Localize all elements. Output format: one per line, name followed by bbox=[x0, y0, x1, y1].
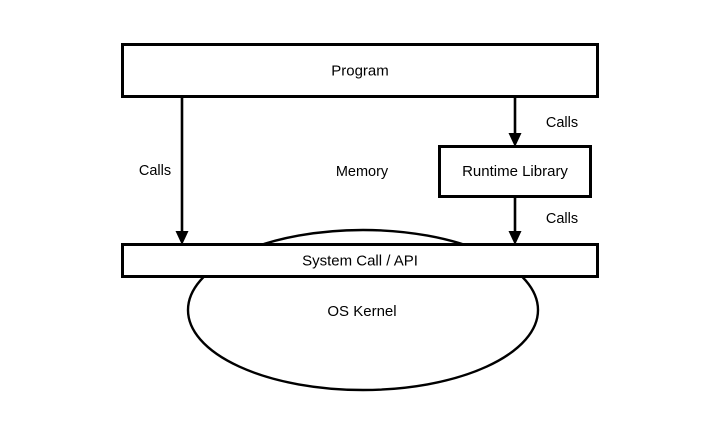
node-system-call-api[interactable]: System Call / API bbox=[121, 243, 599, 278]
edge-label-runtime-to-syscall: Calls bbox=[546, 211, 578, 227]
edge-runtime-to-syscall[interactable]: Calls bbox=[508, 197, 579, 245]
node-program[interactable]: Program bbox=[121, 43, 599, 98]
edge-runtime-to-syscall-arrowhead bbox=[508, 231, 522, 245]
system-call-api-label: System Call / API bbox=[302, 252, 418, 269]
edge-program-to-syscall[interactable]: Calls bbox=[139, 97, 189, 245]
system-call-api-box bbox=[121, 243, 599, 278]
edge-program-to-runtime[interactable]: Calls bbox=[508, 97, 579, 147]
memory-annotation-label: Memory bbox=[336, 164, 389, 180]
program-label: Program bbox=[331, 62, 389, 79]
edge-program-to-syscall-arrowhead bbox=[175, 231, 189, 245]
edge-label-program-to-runtime: Calls bbox=[546, 115, 578, 131]
node-runtime-library[interactable]: Runtime Library bbox=[438, 145, 592, 198]
edge-label-program-to-syscall: Calls bbox=[139, 163, 171, 179]
runtime-library-label: Runtime Library bbox=[462, 163, 568, 180]
edge-program-to-runtime-arrowhead bbox=[508, 133, 522, 147]
program-box bbox=[121, 43, 599, 98]
os-kernel-label: OS Kernel bbox=[327, 303, 396, 320]
